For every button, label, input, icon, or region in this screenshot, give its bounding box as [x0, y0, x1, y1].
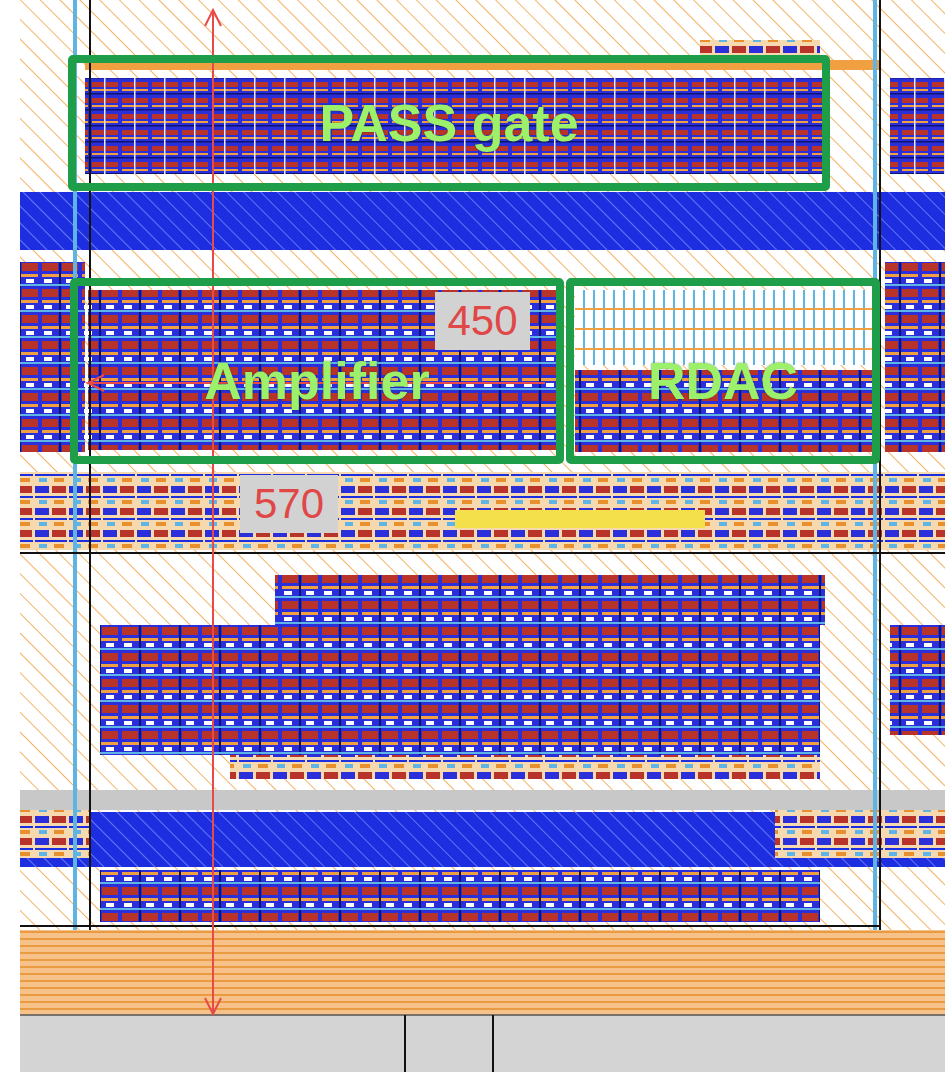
wire	[873, 0, 877, 930]
block-label: Amplifier	[204, 354, 429, 409]
block-outline: PASS gate	[68, 55, 830, 191]
hatch-ground	[20, 556, 945, 790]
cell-block	[885, 262, 945, 452]
metal-band	[20, 192, 945, 250]
amplifier-array	[88, 290, 558, 450]
cell-array	[100, 625, 820, 755]
edge-line	[20, 1014, 945, 1016]
cell-boundary	[20, 925, 880, 927]
gap-band	[20, 790, 945, 810]
metal-stripes	[20, 930, 945, 1015]
gap-band	[20, 1015, 945, 1072]
cell-block	[700, 40, 820, 56]
cell-row	[230, 755, 820, 779]
cell-boundary	[879, 0, 881, 930]
cell-array	[890, 625, 945, 735]
block-outline: RDAC	[566, 278, 880, 464]
block-label: RDAC	[648, 354, 798, 409]
block-label: PASS gate	[319, 96, 578, 151]
dimension-value: 570	[240, 475, 338, 533]
cell-boundary	[20, 552, 945, 554]
edge-line	[492, 1015, 494, 1072]
cell-row	[100, 870, 820, 922]
pass-gate-array	[890, 78, 945, 174]
cell-row	[20, 472, 945, 550]
dimension-line	[88, 10, 545, 1014]
cell-array	[275, 575, 825, 625]
pass-gate-array	[85, 78, 825, 174]
cell-row	[455, 510, 705, 528]
cell-block	[775, 810, 945, 858]
cell-boundary	[89, 0, 91, 930]
cell-block	[20, 810, 90, 858]
edge-line	[404, 1015, 406, 1072]
hatch-ground	[20, 0, 945, 1015]
dimension-value: 450	[435, 292, 530, 350]
